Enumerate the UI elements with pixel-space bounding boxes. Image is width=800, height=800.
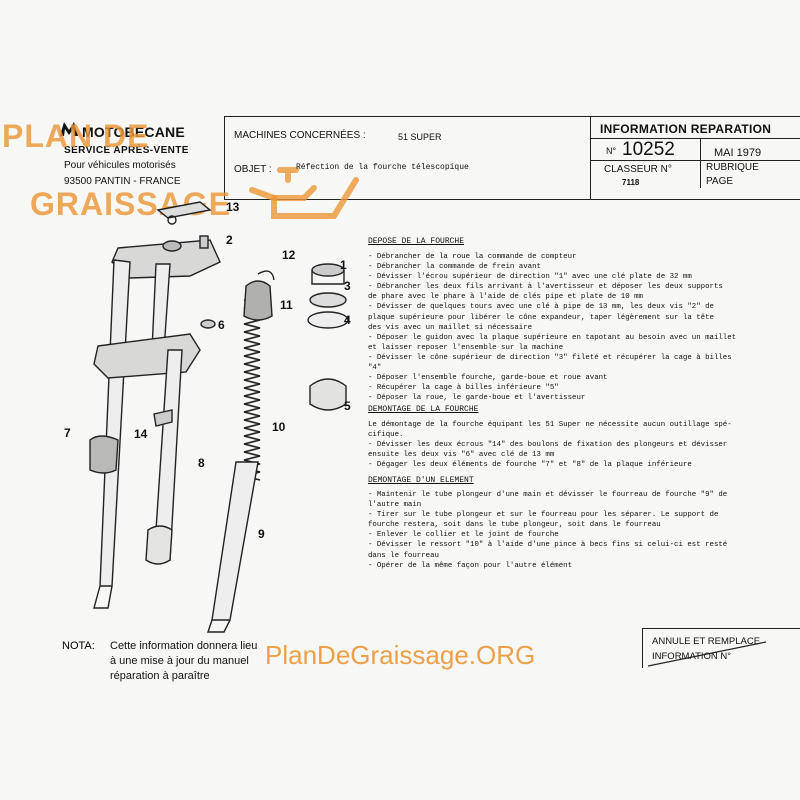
nota-line-3: réparation à paraître [110, 670, 210, 682]
section-title-depose: DEPOSE DE LA FOURCHE [368, 237, 465, 246]
number-underline [590, 160, 800, 161]
nota-line-1: Cette information donnera lieu [110, 640, 258, 652]
instruction-line: - Déposer l'ensemble fourche, garde-boue… [368, 374, 608, 383]
instruction-line: ensuite les deux vis "6" avec clé de 13 … [368, 451, 555, 460]
part-number-1: 1 [340, 258, 347, 272]
strike-line [648, 641, 767, 667]
instruction-line: - Déposer la roue, le garde-boue et l'av… [368, 394, 586, 403]
footer-box-left [642, 628, 643, 668]
watermark-site: PlanDeGraissage.ORG [265, 640, 536, 670]
nota-line-2: à une mise à jour du manuel [110, 655, 249, 667]
instruction-line: fourche restera, soit dans le tube plong… [368, 521, 661, 530]
classeur-label: CLASSEUR N° [604, 164, 672, 175]
objet-label: OBJET : [234, 164, 272, 175]
instruction-line: - Débrancher la commande de frein avant [368, 263, 541, 272]
instruction-line: dans le fourreau [368, 551, 439, 560]
header-divider-left [224, 116, 225, 200]
instruction-line: l'autre main [368, 501, 422, 510]
instruction-line: Le démontage de la fourche équipant les … [368, 421, 732, 429]
instruction-line: de phare avec le phare à l'aide de clés … [368, 293, 643, 302]
machines-value: 51 SUPER [398, 132, 442, 142]
info-mid-divider [700, 138, 701, 188]
instruction-line: - Maintenir le tube plongeur d'une main … [368, 491, 728, 499]
part-number-9: 9 [258, 527, 265, 541]
fork-exploded-diagram [89, 201, 349, 633]
header-divider-right [590, 116, 591, 200]
instruction-line: "4" [368, 364, 382, 373]
brand-name: MOTOBECANE [82, 124, 185, 140]
number-label: N° [606, 146, 617, 156]
oil-can-icon [249, 167, 359, 219]
part-number-3: 3 [344, 279, 351, 293]
part-number-11: 11 [280, 298, 293, 312]
watermark-line1: PLAN DE [2, 118, 150, 154]
brand-address: 93500 PANTIN - FRANCE [64, 176, 181, 187]
instruction-line: - Dévisser l'écrou supérieur de directio… [368, 273, 692, 282]
machines-label: MACHINES CONCERNÉES : [234, 130, 366, 141]
instruction-line: plaque supérieure pour libérer le cône e… [368, 313, 714, 322]
instruction-line: - Dégager les deux éléments de fourche "… [368, 461, 692, 470]
instruction-line: - Dévisser de quelques tours avec une cl… [368, 303, 714, 312]
part-number-10: 10 [272, 420, 286, 434]
instruction-line: - Dévisser le ressort "10" à l'aide d'un… [368, 541, 728, 550]
part-number-14: 14 [134, 427, 148, 441]
issue-date: MAI 1979 [714, 147, 762, 159]
information-number-label: INFORMATION N° [652, 651, 732, 662]
part-number-12: 12 [282, 248, 296, 262]
nota-label: NOTA: [62, 640, 95, 652]
part-number-13: 13 [226, 200, 240, 214]
header-bottom-rule [224, 199, 800, 200]
instruction-line: - Opérer de la même façon pour l'autre é… [368, 561, 573, 570]
section-body-demontage: Le démontage de la fourche équipant les … [368, 420, 798, 470]
service-label: SERVICE APRÈS-VENTE [64, 145, 189, 156]
instruction-line: - Déposer le guidon avec la plaque supér… [368, 333, 737, 342]
header-top-rule [224, 116, 800, 117]
instruction-line: - Dévisser les deux écrous "14" des boul… [368, 441, 728, 450]
part-number-6: 6 [218, 318, 225, 332]
info-title: INFORMATION REPARATION [600, 122, 772, 136]
instruction-line: - Tirer sur le tube plongeur et sur le f… [368, 511, 719, 520]
motobecane-logo [60, 122, 78, 136]
page-label: PAGE [706, 176, 734, 187]
instruction-line: - Récupérer la cage à billes inférieure … [368, 384, 559, 393]
instruction-line: et laisser reposer l'ensemble sur la mac… [368, 343, 564, 352]
part-number-7: 7 [64, 426, 71, 440]
rubrique-label: RUBRIQUE [706, 162, 759, 173]
information-number: 10252 [622, 139, 675, 160]
instruction-line: des vis avec un maillet si nécessaire [368, 323, 533, 332]
part-number-4: 4 [344, 313, 351, 327]
info-title-underline [590, 138, 800, 139]
part-number-8: 8 [198, 456, 205, 470]
section-title-element: DEMONTAGE D'UN ELEMENT [368, 476, 474, 485]
part-number-5: 5 [344, 399, 351, 413]
instruction-line: - Débrancher de la roue la commande de c… [368, 253, 577, 261]
part-number-2: 2 [226, 233, 233, 247]
section-title-demontage: DEMONTAGE DE LA FOURCHE [368, 405, 479, 414]
instruction-line: cifique. [368, 431, 404, 440]
brand-subtitle: Pour véhicules motorisés [64, 160, 176, 171]
annule-label: ANNULE ET REMPLACE [652, 636, 761, 647]
objet-value: Réfection de la fourche télescopique [296, 163, 469, 172]
instruction-line: - Débrancher les deux fils arrivant à l'… [368, 283, 723, 292]
section-body-depose: - Débrancher de la roue la commande de c… [368, 252, 798, 403]
instruction-line: - Enlever le collier et le joint de four… [368, 531, 559, 540]
footer-box-top [642, 628, 800, 629]
section-body-element: - Maintenir le tube plongeur d'une main … [368, 490, 798, 571]
classeur-value: 7118 [622, 178, 640, 187]
instruction-line: - Dévisser le cône supérieur de directio… [368, 353, 732, 362]
